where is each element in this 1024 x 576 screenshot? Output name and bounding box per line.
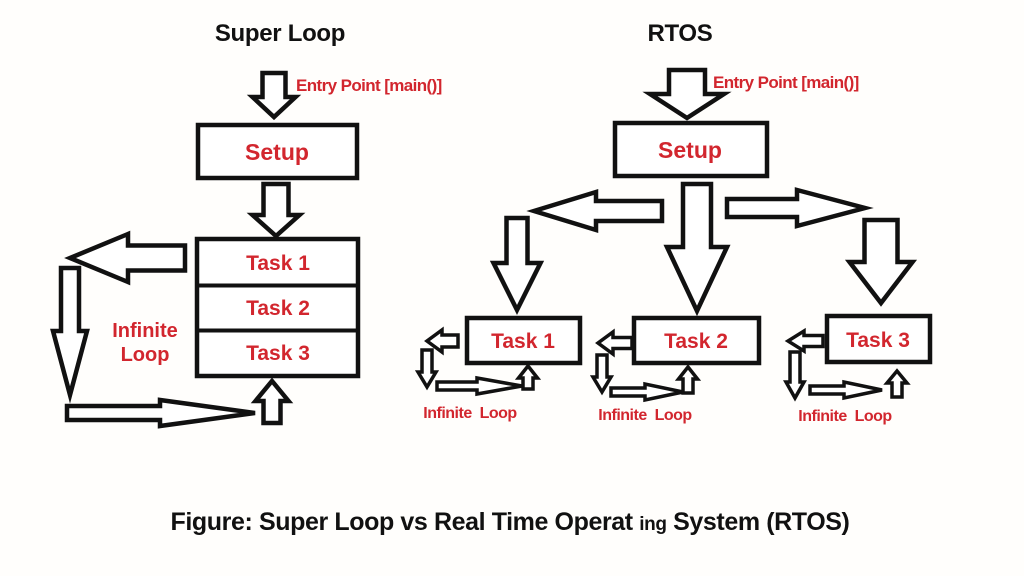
super-loop-infinite-label-line2: Loop xyxy=(121,344,170,366)
rtos-task2-loop-up-arrow xyxy=(674,364,702,395)
rtos-task3-label: Task 3 xyxy=(846,329,910,352)
arrows-layer xyxy=(50,67,918,429)
rtos-task1-loop-down-arrow xyxy=(414,348,440,391)
figure-caption: Figure: Super Loop vs Real Time Operat i… xyxy=(171,508,850,536)
rtos-task1-box xyxy=(464,315,583,366)
figure-caption-part2: ing xyxy=(639,514,666,535)
rtos-task2-box xyxy=(631,315,762,366)
rtos-title: RTOS xyxy=(647,20,712,47)
super-loop-task2-label: Task 2 xyxy=(246,297,310,320)
super-loop-task1-label: Task 1 xyxy=(246,252,310,275)
figure-caption-part3: System (RTOS) xyxy=(673,508,849,536)
rtos-task3-loop-right-arrow xyxy=(808,379,883,401)
rtos-task1-label: Task 1 xyxy=(491,330,555,353)
super-loop-loop-left-arrow xyxy=(64,230,188,286)
super-loop-loop-up-arrow xyxy=(250,377,294,426)
rtos-task2-label: Task 2 xyxy=(664,330,728,353)
super-loop-loop-down-arrow xyxy=(50,265,90,404)
super-loop-setup-box xyxy=(195,122,360,181)
super-loop-entry-arrow xyxy=(246,70,302,121)
rtos-task2-infinite-loop-label: Infinite Loop xyxy=(598,407,692,424)
rtos-entry-label: Entry Point [main()] xyxy=(713,73,859,92)
super-loop-setup-to-tasks-arrow xyxy=(246,181,306,240)
rtos-task1-infinite-loop-label: Infinite Loop xyxy=(423,405,517,422)
rtos-task3-box xyxy=(824,313,933,365)
rtos-right-down-arrow xyxy=(844,217,918,307)
rtos-task2-loop-right-arrow xyxy=(609,381,684,403)
rtos-entry-arrow xyxy=(642,67,732,121)
rtos-task1-loop-up-arrow xyxy=(514,363,542,391)
super-loop-loop-right-arrow xyxy=(64,397,256,429)
rtos-task1-loop-right-arrow xyxy=(435,375,523,397)
rtos-setup-label: Setup xyxy=(658,137,722,163)
rtos-task2-loop-left-arrow xyxy=(595,328,634,358)
super-loop-infinite-label-line1: Infinite xyxy=(112,320,178,342)
rtos-task3-loop-down-arrow xyxy=(783,350,807,402)
rtos-task3-loop-up-arrow xyxy=(883,368,911,399)
rtos-task2-loop-down-arrow xyxy=(589,353,615,396)
super-loop-title: Super Loop xyxy=(215,20,345,47)
rtos-task3-infinite-loop-label: Infinite Loop xyxy=(798,408,892,425)
super-loop-setup-label: Setup xyxy=(245,139,309,165)
rtos-center-down-arrow xyxy=(663,181,731,317)
rtos-task1-loop-left-arrow xyxy=(424,326,460,356)
figure-caption-part1: Figure: Super Loop vs Real Time Operat xyxy=(171,508,634,536)
rtos-task3-loop-left-arrow xyxy=(784,327,825,355)
rtos-branch-right-arrow xyxy=(724,187,874,229)
rtos-setup-box xyxy=(612,120,770,179)
super-loop-task-stack-box xyxy=(194,236,361,379)
rtos-left-down-arrow xyxy=(489,215,545,316)
rtos-branch-left-arrow xyxy=(526,188,665,234)
super-loop-task3-label: Task 3 xyxy=(246,342,310,365)
super-loop-entry-label: Entry Point [main()] xyxy=(296,76,442,95)
